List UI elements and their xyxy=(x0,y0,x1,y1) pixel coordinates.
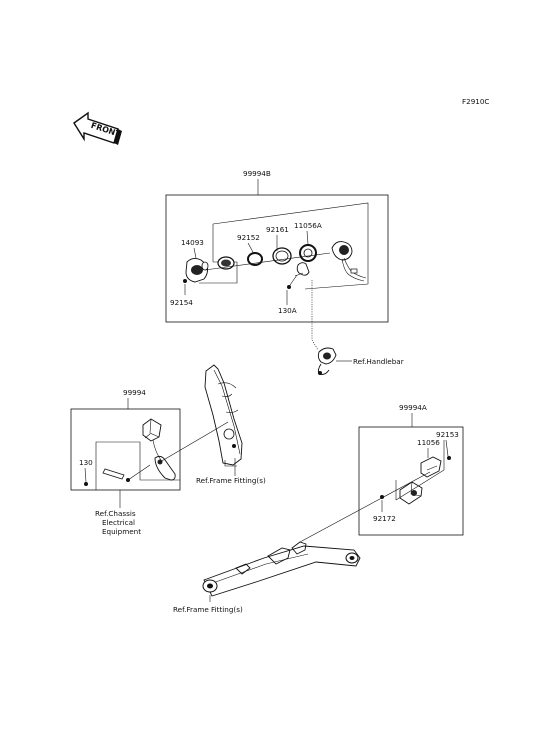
frame-bracket-upper-part xyxy=(204,364,243,467)
part-92152: 92152 xyxy=(237,233,260,242)
handlebar-clamp-part xyxy=(317,347,337,375)
ref-frame-upper: Ref.Frame Fitting(s) xyxy=(196,476,266,485)
part-92161: 92161 xyxy=(266,225,289,234)
relay-part xyxy=(142,418,162,461)
grip-switch-part xyxy=(185,257,209,283)
part-130: 130 xyxy=(79,458,93,467)
part-11056a: 11056A xyxy=(294,221,322,230)
part-130a: 130A xyxy=(278,306,297,315)
part-92153: 92153 xyxy=(436,430,459,439)
front-arrow-icon: FRONT xyxy=(73,111,122,145)
kit-number-99994a: 99994A xyxy=(399,403,427,412)
chassis-kit-group: 99994 130 xyxy=(70,388,219,491)
kit-number-99994b: 99994B xyxy=(243,169,271,178)
part-92172: 92172 xyxy=(373,514,396,523)
chassis-kit-box xyxy=(70,408,181,491)
handlebar-kit-box xyxy=(165,194,389,323)
frame-kit-group: 99994A 92153 11056 92172 xyxy=(358,403,464,536)
ref-frame-lower: Ref.Frame Fitting(s) xyxy=(173,605,243,614)
handlebar-kit-group: 99994B 14093 92152 92161 11056A 92154 13… xyxy=(165,169,389,323)
connector-part xyxy=(331,241,367,282)
ref-chassis-line3: Equipment xyxy=(102,527,141,536)
frame-kit-box xyxy=(358,426,464,536)
kit-number-99994: 99994 xyxy=(123,388,146,397)
ref-chassis-line1: Ref.Chassis xyxy=(95,509,136,518)
part-11056: 11056 xyxy=(417,438,440,447)
frame-rail-lower-part xyxy=(202,541,361,597)
part-14093: 14093 xyxy=(181,238,204,247)
diagram-code: F2910C xyxy=(462,97,489,106)
ref-chassis-line2: Electrical xyxy=(102,518,135,527)
ref-handlebar: Ref.Handlebar xyxy=(353,357,404,366)
part-92154: 92154 xyxy=(170,298,193,307)
